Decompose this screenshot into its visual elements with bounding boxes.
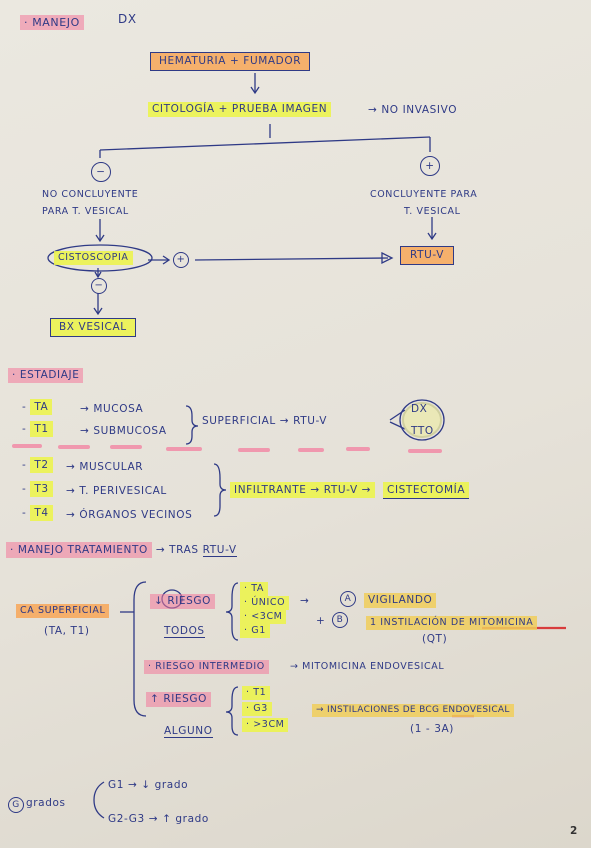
- cystectomy-label: Cistectomía: [383, 482, 470, 499]
- low-item-4: · G1: [240, 624, 270, 638]
- stage-t2: - T2: [22, 457, 53, 473]
- low-b-row: 1 instilación de mitomicina: [366, 616, 538, 630]
- infiltrante-label: Infiltrante → RTU-V →: [230, 482, 376, 498]
- neg-text-line1: No concluyente: [42, 189, 139, 200]
- high-item-2: · G3: [242, 702, 272, 716]
- low-item-2: · Único: [240, 596, 290, 610]
- treatment-title-rtuv: RTU-V: [202, 544, 237, 557]
- low-b-drug: mitomicina: [469, 617, 534, 628]
- pos-text-line2: T. vesical: [404, 206, 461, 217]
- neg-text-line2: para T. vesical: [42, 206, 129, 217]
- cysto-negative-circle: −: [91, 278, 107, 294]
- stage-t3: - T3: [22, 481, 53, 497]
- cistoscopia-label: Cistoscopia: [54, 251, 133, 265]
- grade-label: grados: [26, 797, 66, 809]
- low-b-time: (QT): [422, 633, 448, 645]
- alguno-text: alguno: [164, 725, 213, 738]
- ca-superficial-sub: (Ta, T1): [44, 625, 90, 637]
- superficial-dx: Dx: [411, 403, 428, 415]
- stage-t1: - T1: [22, 421, 53, 437]
- low-item-1: · Ta: [240, 582, 269, 596]
- mid-risk-action: → Mitomicina endovesical: [290, 661, 445, 672]
- todos-label: todos: [164, 625, 205, 638]
- high-action: → Instilaciones de: [316, 705, 416, 715]
- biopsy-box: Bx vesical: [50, 318, 136, 337]
- high-time: (1 - 3a): [410, 723, 455, 735]
- header-title: · Manejo: [20, 15, 84, 30]
- low-a-badge: A: [340, 591, 356, 607]
- stage-t4-code: T4: [30, 505, 53, 521]
- high-action-end: endovesical: [442, 705, 510, 715]
- alguno-label: alguno: [164, 725, 213, 738]
- high-drug: BCG: [419, 705, 440, 715]
- start-box: Hematuria + Fumador: [150, 52, 311, 71]
- high-item-1: · T1: [242, 686, 271, 700]
- stage-t4: - T4: [22, 505, 53, 521]
- superficial-label: Superficial → RTU-V: [202, 415, 328, 427]
- pos-text-line1: Concluyente para: [370, 189, 478, 200]
- treatment-title-row: · Manejo tratamiento → Tras RTU-V: [6, 542, 237, 558]
- rtuv-box: RTU-V: [400, 246, 454, 265]
- staging-title: · Estadiaje: [8, 368, 84, 383]
- low-item-3: · <3cm: [240, 610, 287, 624]
- stage-ta: - Ta: [22, 399, 53, 415]
- positive-circle: +: [420, 156, 440, 176]
- stage-t2-code: T2: [30, 457, 53, 473]
- low-action-a-prefix: →: [300, 595, 310, 607]
- mid-risk-label: · Riesgo intermedio: [144, 660, 269, 674]
- grade-g2g3: G2-G3 → ↑ grado: [108, 813, 209, 825]
- stage-t3-code: T3: [30, 481, 53, 497]
- stage-t3-desc: → T. perivesical: [66, 485, 167, 497]
- cysto-positive-circle: +: [173, 252, 189, 268]
- stage-ta-code: Ta: [30, 399, 53, 415]
- high-item-3: · >3cm: [242, 718, 289, 732]
- grade-badge: G: [8, 797, 24, 813]
- todos-text: todos: [164, 625, 205, 638]
- high-risk-label: ↑ Riesgo: [146, 692, 212, 707]
- low-risk-label: ↓ Riesgo: [150, 594, 216, 609]
- citologia-step: Citología + Prueba imagen: [148, 102, 332, 117]
- infiltrante-row: Infiltrante → RTU-V → Cistectomía: [230, 482, 470, 499]
- stage-t2-desc: → muscular: [66, 461, 144, 473]
- low-b-badge: B: [332, 612, 348, 628]
- high-action-row: → Instilaciones de BCG endovesical: [312, 704, 514, 717]
- header-title-suffix: Dx: [118, 12, 137, 26]
- stage-t1-desc: → submucosa: [80, 425, 167, 437]
- grade-g1: G1 → ↓ grado: [108, 779, 189, 791]
- low-a-text: Vigilando: [364, 593, 437, 608]
- stage-ta-desc: → mucosa: [80, 403, 144, 415]
- low-action-b-prefix: +: [316, 615, 326, 627]
- superficial-tto: TTO: [411, 425, 434, 437]
- low-b-text: 1 instilación de: [370, 617, 466, 628]
- negative-circle: −: [91, 162, 111, 182]
- treatment-title: · Manejo tratamiento: [6, 542, 152, 558]
- stage-t1-code: T1: [30, 421, 53, 437]
- no-invasivo-label: → No invasivo: [368, 104, 458, 116]
- treatment-title-after: → Tras: [155, 544, 199, 556]
- page-number: 2: [570, 825, 578, 837]
- stage-t4-desc: → órganos vecinos: [66, 509, 193, 521]
- ca-superficial-label: Ca superficial: [16, 604, 110, 618]
